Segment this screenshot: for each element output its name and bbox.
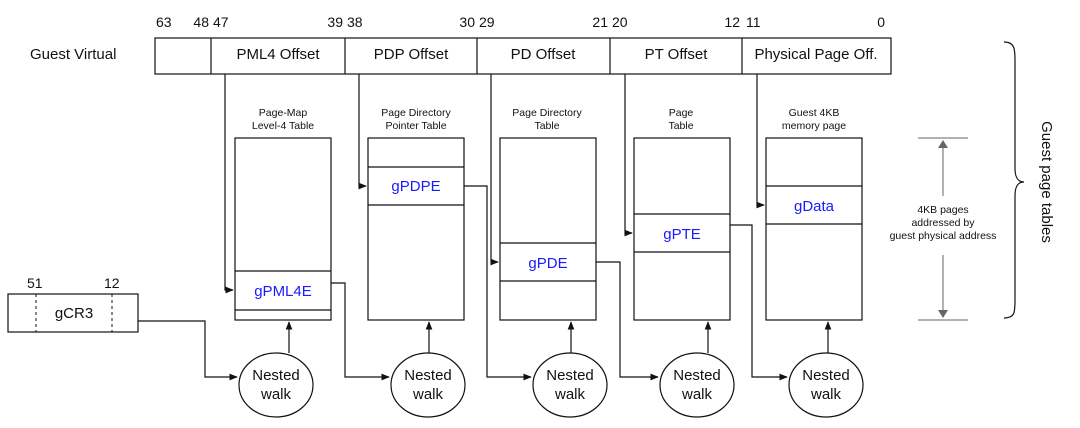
bit-number: 12	[724, 14, 740, 30]
gcr3-register: 51 12 gCR3	[7, 275, 139, 333]
bit-number: 20	[612, 14, 628, 30]
pml4-table: gPML4E	[234, 137, 332, 321]
walk-input-arrows	[138, 185, 788, 381]
gcr3-label: gCR3	[55, 305, 93, 322]
entry-gpdpe: gPDPE	[391, 178, 440, 195]
field-physical-page-offset: Physical Page Off.	[754, 46, 877, 63]
bit-number: 47	[213, 14, 229, 30]
gcr3-bit-high: 51	[27, 275, 43, 291]
guest-virtual-label: Guest Virtual	[30, 46, 116, 63]
bit-number: 11	[746, 14, 761, 30]
entry-gpte: gPTE	[663, 226, 701, 243]
field-pdp-offset: PDP Offset	[374, 46, 449, 63]
address-bar	[154, 37, 892, 75]
gcr3-bit-low: 12	[104, 275, 120, 291]
bit-number: 39	[327, 14, 343, 30]
pd-table: gPDE	[499, 137, 597, 321]
page-table: gPTE	[633, 137, 731, 321]
entry-gdata: gData	[794, 198, 835, 215]
field-pml4-offset: PML4 Offset	[236, 46, 320, 63]
guest-page-tables-brace: Guest page tables	[1003, 41, 1055, 319]
field-pd-offset: PD Offset	[511, 46, 577, 63]
guest-data-page: gData	[765, 137, 863, 321]
entry-gpde: gPDE	[528, 255, 567, 272]
pdp-table: gPDPE	[367, 137, 465, 321]
walk-output-arrows	[285, 321, 832, 353]
guest-virtual-address: Guest Virtual PML4 Offset PDP Offset PD …	[30, 14, 892, 75]
bit-number: 0	[877, 14, 885, 30]
brace-label: Guest page tables	[1038, 121, 1055, 243]
entry-gpml4e: gPML4E	[254, 283, 312, 300]
bit-number: 29	[479, 14, 495, 30]
bit-number: 63	[156, 14, 172, 30]
bit-number: 38	[347, 14, 363, 30]
bit-number: 21	[592, 14, 608, 30]
offset-pointers	[224, 74, 765, 294]
bit-number: 30	[459, 14, 475, 30]
bit-number: 48	[193, 14, 209, 30]
field-pt-offset: PT Offset	[645, 46, 709, 63]
